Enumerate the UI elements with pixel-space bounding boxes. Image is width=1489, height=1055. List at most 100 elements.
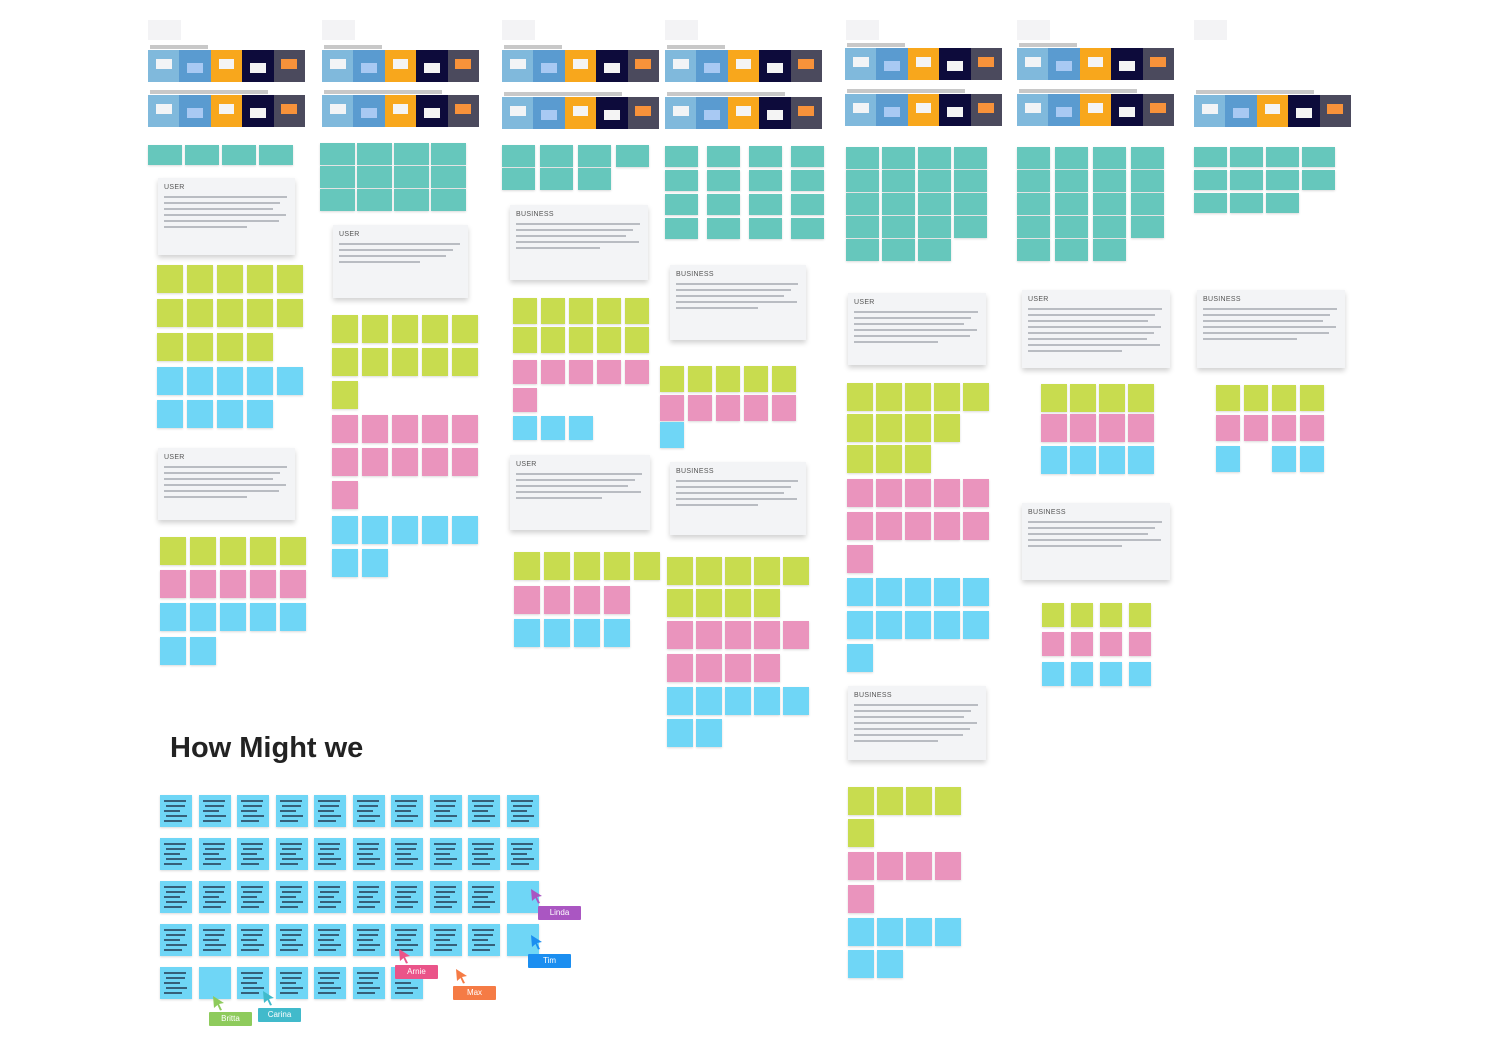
palette-swatch[interactable]: [845, 48, 877, 80]
sticky-note[interactable]: [1300, 415, 1324, 441]
sticky-note[interactable]: [544, 586, 570, 614]
sticky-note[interactable]: [1194, 147, 1227, 167]
sticky-note[interactable]: [332, 381, 358, 409]
sticky-note[interactable]: [1093, 216, 1126, 238]
sticky-note[interactable]: [1017, 147, 1050, 169]
sticky-note[interactable]: [1099, 446, 1125, 474]
palette-swatch[interactable]: [502, 97, 534, 129]
sticky-note[interactable]: [502, 168, 535, 190]
sticky-note[interactable]: [157, 400, 183, 428]
hmw-sticky-note[interactable]: [237, 838, 269, 870]
hmw-sticky-note[interactable]: [468, 795, 500, 827]
hmw-sticky-note[interactable]: [314, 795, 346, 827]
palette-swatch[interactable]: [416, 50, 448, 82]
sticky-note[interactable]: [846, 170, 879, 192]
sticky-note[interactable]: [277, 367, 303, 395]
sticky-note[interactable]: [320, 166, 355, 188]
sticky-note[interactable]: [1042, 632, 1064, 656]
sticky-note[interactable]: [332, 481, 358, 509]
sticky-note[interactable]: [604, 586, 630, 614]
sticky-note[interactable]: [422, 516, 448, 544]
sticky-note[interactable]: [918, 239, 951, 261]
hmw-sticky-note[interactable]: [468, 924, 500, 956]
sticky-note[interactable]: [625, 360, 649, 384]
persona-card[interactable]: USER: [333, 225, 468, 298]
sticky-note[interactable]: [217, 333, 243, 361]
sticky-note[interactable]: [392, 415, 418, 443]
sticky-note[interactable]: [882, 216, 915, 238]
sticky-note[interactable]: [578, 168, 611, 190]
sticky-note[interactable]: [882, 170, 915, 192]
sticky-note[interactable]: [1244, 385, 1268, 411]
palette-swatch[interactable]: [939, 94, 971, 126]
sticky-note[interactable]: [1194, 193, 1227, 213]
palette-swatch[interactable]: [1142, 48, 1174, 80]
sticky-note[interactable]: [634, 552, 660, 580]
sticky-note[interactable]: [1041, 414, 1067, 442]
sticky-note[interactable]: [541, 298, 565, 324]
palette-swatch[interactable]: [242, 50, 274, 82]
sticky-note[interactable]: [1272, 446, 1296, 472]
palette-swatch[interactable]: [322, 50, 354, 82]
sticky-note[interactable]: [791, 146, 824, 167]
sticky-note[interactable]: [660, 395, 684, 421]
hmw-sticky-note[interactable]: [429, 838, 462, 870]
sticky-note[interactable]: [725, 589, 751, 617]
sticky-note[interactable]: [1272, 385, 1296, 411]
sticky-note[interactable]: [877, 852, 903, 880]
sticky-note[interactable]: [876, 383, 902, 411]
palette-swatch[interactable]: [447, 95, 479, 127]
sticky-note[interactable]: [772, 366, 796, 392]
sticky-note[interactable]: [392, 315, 418, 343]
sticky-note[interactable]: [422, 348, 448, 376]
hmw-sticky-note[interactable]: [275, 924, 308, 956]
sticky-note[interactable]: [918, 193, 951, 215]
sticky-note[interactable]: [394, 166, 429, 188]
sticky-note[interactable]: [783, 687, 809, 715]
sticky-note[interactable]: [744, 366, 768, 392]
sticky-note[interactable]: [250, 570, 276, 598]
sticky-note[interactable]: [217, 400, 243, 428]
sticky-note[interactable]: [665, 170, 698, 191]
sticky-note[interactable]: [160, 603, 186, 631]
hmw-sticky-note[interactable]: [391, 795, 423, 827]
sticky-note[interactable]: [574, 552, 600, 580]
sticky-note[interactable]: [665, 218, 698, 239]
sticky-note[interactable]: [963, 383, 989, 411]
sticky-note[interactable]: [190, 603, 216, 631]
sticky-note[interactable]: [1100, 632, 1122, 656]
palette-swatch[interactable]: [242, 95, 274, 127]
sticky-note[interactable]: [574, 619, 600, 647]
hmw-sticky-note[interactable]: [429, 924, 462, 956]
sticky-note[interactable]: [667, 621, 693, 649]
sticky-note[interactable]: [1070, 384, 1096, 412]
sticky-note[interactable]: [217, 299, 243, 327]
sticky-note[interactable]: [222, 145, 256, 165]
sticky-note[interactable]: [157, 299, 183, 327]
sticky-note[interactable]: [791, 194, 824, 215]
sticky-note[interactable]: [604, 619, 630, 647]
sticky-note[interactable]: [1100, 603, 1122, 627]
sticky-note[interactable]: [1099, 384, 1125, 412]
hmw-sticky-note[interactable]: [506, 838, 539, 870]
sticky-note[interactable]: [876, 479, 902, 507]
sticky-note[interactable]: [514, 619, 540, 647]
sticky-note[interactable]: [667, 557, 693, 585]
sticky-note[interactable]: [1042, 603, 1064, 627]
hmw-sticky-note[interactable]: [352, 881, 385, 913]
sticky-note[interactable]: [597, 360, 621, 384]
sticky-note[interactable]: [247, 400, 273, 428]
sticky-note[interactable]: [1230, 147, 1263, 167]
sticky-note[interactable]: [185, 145, 219, 165]
sticky-note[interactable]: [259, 145, 293, 165]
sticky-note[interactable]: [725, 654, 751, 682]
sticky-note[interactable]: [190, 637, 216, 665]
sticky-note[interactable]: [918, 147, 951, 169]
sticky-note[interactable]: [848, 787, 874, 815]
sticky-note[interactable]: [876, 611, 902, 639]
sticky-note[interactable]: [1129, 603, 1151, 627]
sticky-note[interactable]: [1093, 170, 1126, 192]
palette-swatch[interactable]: [533, 50, 565, 82]
hmw-sticky-note[interactable]: [468, 881, 500, 913]
sticky-note[interactable]: [1131, 216, 1164, 238]
